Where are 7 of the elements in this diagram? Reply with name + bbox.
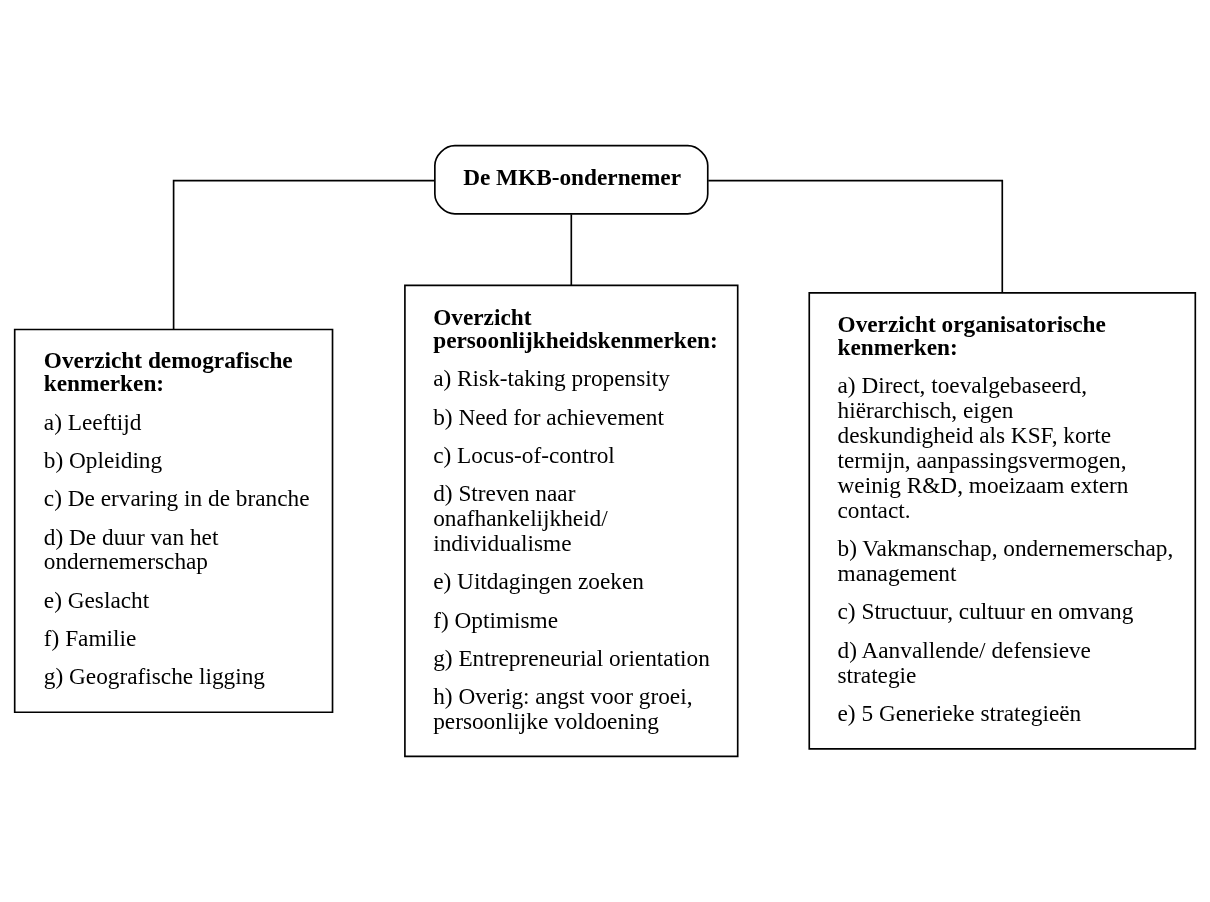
connector [570, 213, 573, 286]
node-box: De MKB-ondernemer [434, 144, 709, 215]
connector [172, 179, 436, 331]
node-box: Overzicht demografische kenmerken: a) Leeftijd b) Opleiding c) De ervaring in de branche d) De duur van het ondernemerschap e) Geslacht f) Familie g) Geografische ligging [13, 328, 334, 714]
node-box: Overzicht persoonlijkheidskenmerken: a) Risk-taking propensity b) Need for achievement c) Locus-of-control d) Streven naar onafhankelijkheid/ individualisme e) Uitdagingen zoeken f) Optimisme g) Entrepreneurial orientation h) Overig: angst voor groei, persoonlijke voldoening [404, 284, 739, 758]
node-box: Overzicht organisatorische kenmerken: a) Direct, toevalgebaseerd, hiërarchisch, eigen deskundigheid als KSF, korte termijn, aanpassingsvermogen, weinig R&D, moeizaam extern contact. b) Vakmanschap, ondernemerschap, management c) Structuur, cultuur en omvang d) Aanvallende/ defensieve strategie e) 5 Generieke strategieën [808, 292, 1197, 750]
connector [707, 179, 1004, 294]
